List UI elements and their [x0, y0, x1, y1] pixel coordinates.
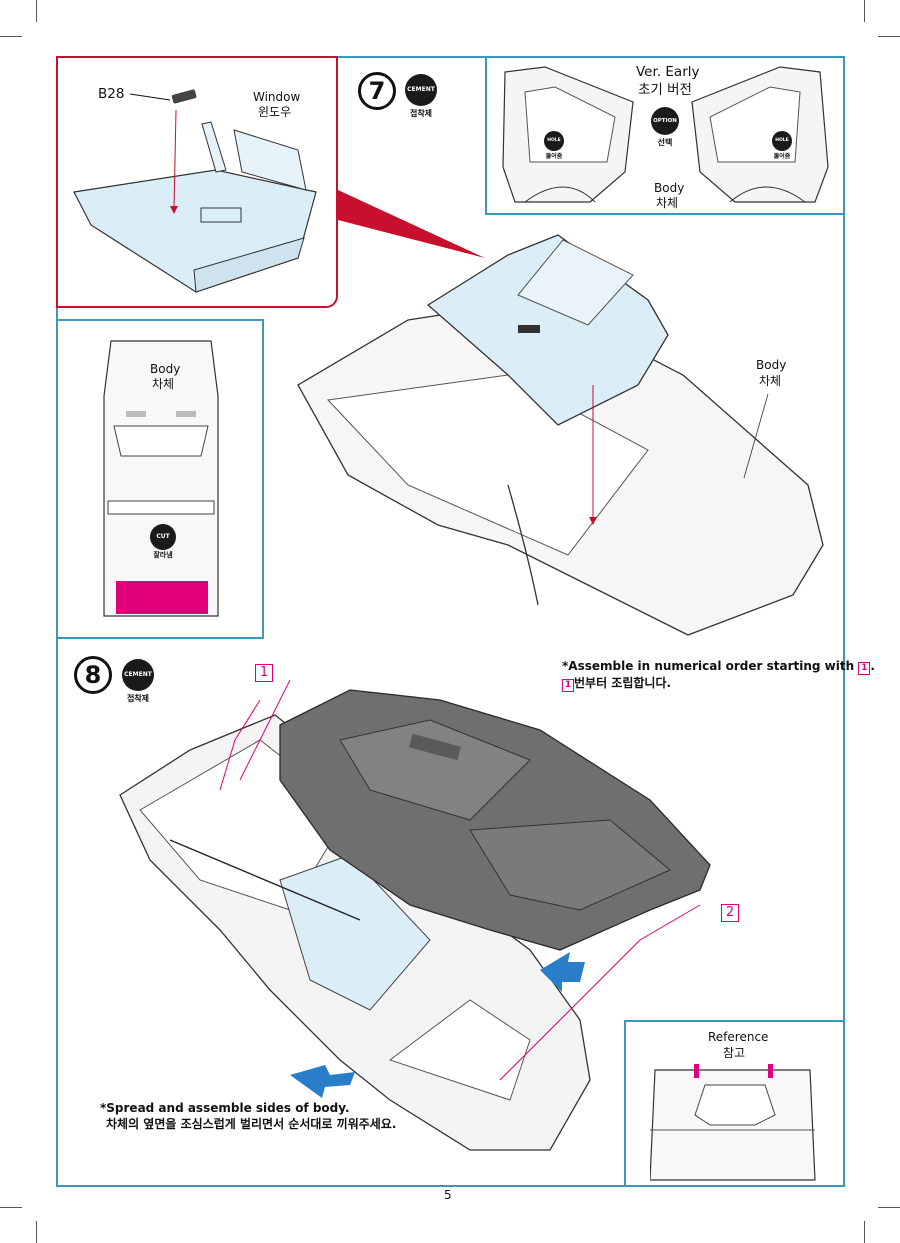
hole-caption-left: 뚫어줌 [545, 153, 563, 160]
crop-mark [36, 0, 37, 22]
reference-label-en: Reference [708, 1030, 769, 1044]
cement-caption-step8: 접착제 [126, 694, 150, 703]
order-note-en: *Assemble in numerical order starting wi… [562, 658, 875, 675]
window-label-ko: 윈도우 [258, 105, 292, 119]
cement-caption: 접착제 [409, 109, 433, 118]
order-marker-1: 1 [255, 664, 273, 682]
early-version-title-en: Ver. Early [636, 64, 700, 80]
cut-area [116, 581, 208, 614]
hole-caption-right: 뚫어줌 [773, 153, 791, 160]
body-top-view-drawing [103, 340, 219, 617]
reference-panel [624, 1020, 845, 1187]
crop-mark [864, 0, 865, 22]
order-note-en-suffix: . [870, 659, 875, 673]
inset-early-version-panel [485, 56, 845, 215]
spread-note-ko: 차체의 옆면을 조심스럽게 벌리면서 순서대로 끼워주세요. [106, 1117, 397, 1131]
order-note-en-prefix: *Assemble in numerical order starting wi… [562, 659, 855, 673]
callout-wedge [338, 190, 485, 258]
step-number-7: 7 [358, 72, 396, 110]
crop-mark [878, 1207, 900, 1208]
order-marker-2: 2 [721, 904, 739, 922]
cement-badge: CEMENT [405, 74, 437, 106]
crop-mark [0, 36, 22, 37]
window-label-en: Window [253, 90, 301, 104]
spread-note-en: *Spread and assemble sides of body. [100, 1101, 350, 1115]
crop-mark [0, 1207, 22, 1208]
top-view-body-label-ko: 차체 [152, 377, 175, 391]
option-badge: OPTION [651, 107, 679, 135]
hole-badge-right: HOLE [772, 131, 792, 151]
leader-line [743, 393, 769, 479]
hole-badge-left: HOLE [544, 131, 564, 151]
cement-badge-step8: CEMENT [122, 659, 154, 691]
early-version-title-ko: 초기 버전 [638, 82, 692, 98]
crop-mark [36, 1221, 37, 1243]
crop-mark [878, 36, 900, 37]
inset-top-view-panel [56, 319, 264, 639]
option-caption: 선택 [657, 138, 673, 147]
window-assembly-drawing [73, 110, 317, 293]
step7-main-body-drawing [297, 234, 824, 636]
early-body-right-drawing [691, 66, 829, 203]
top-view-body-label-en: Body [150, 362, 181, 376]
reference-drawing [650, 1064, 816, 1181]
reference-label-ko: 참고 [723, 1046, 746, 1060]
crop-mark [864, 1221, 865, 1243]
order-note-marker: 1 [858, 662, 871, 675]
order-note-ko: 번부터 조립합니다. [574, 676, 672, 690]
window-part-b28 [129, 89, 197, 104]
main-body-label-en: Body [756, 358, 787, 372]
order-note-ko-marker: 1 [562, 679, 574, 692]
inset-window-panel [56, 56, 338, 308]
page-number: 5 [444, 1188, 452, 1202]
step8-assembly-drawing [119, 680, 711, 1151]
part-code-b28: B28 [98, 86, 125, 102]
cut-badge: CUT [150, 524, 176, 550]
early-body-left-drawing [502, 66, 634, 203]
early-body-label-ko: 차체 [656, 196, 679, 210]
step-number-8: 8 [74, 656, 112, 694]
early-body-label-en: Body [654, 181, 685, 195]
cut-caption: 잘라냄 [153, 551, 173, 559]
main-body-label-ko: 차체 [759, 374, 782, 388]
